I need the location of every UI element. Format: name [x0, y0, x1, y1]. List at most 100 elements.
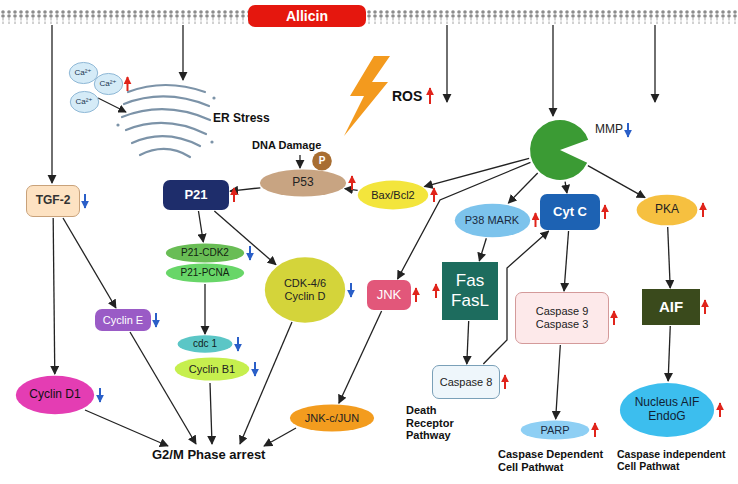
process-ellipse: PARP: [520, 420, 590, 440]
node-label: AIF: [659, 298, 683, 315]
arrow-connector: [479, 238, 486, 261]
increase-arrow: [535, 213, 537, 227]
ion-circle: Ca²⁺: [69, 62, 98, 84]
arrest-arrow: [85, 410, 168, 446]
process-box: Caspase 9 Caspase 3: [515, 292, 609, 344]
node-label: JNK-c/JUN: [305, 412, 359, 425]
node-shape: [175, 357, 249, 380]
node-shape: [69, 62, 97, 83]
process-ellipse: Cyclin D1: [15, 375, 95, 415]
annotation-label: DNA Damage: [252, 139, 321, 152]
node-label: Cyclin B1: [189, 363, 235, 376]
calcium-arrow: [98, 98, 126, 112]
node-label: CDK-4/6 Cyclin D: [276, 277, 334, 302]
pathway-label: Death Receptor Pathway: [406, 404, 470, 442]
decrease-arrow: [84, 194, 86, 208]
decrease-arrow: [99, 388, 101, 402]
increase-arrow: [594, 423, 596, 437]
node-label: P38 MARK: [465, 214, 519, 227]
node-label: Ca²⁺: [99, 79, 116, 88]
node-label: Bax/Bcl2: [371, 189, 414, 202]
er-illustration: [116, 85, 215, 157]
node-shape: [312, 151, 332, 170]
node-shape: [94, 73, 122, 94]
node-shape: [620, 383, 714, 437]
node-label: P53: [292, 176, 313, 190]
process-ellipse: Cyclin B1: [174, 357, 250, 381]
arrow-connector: [668, 326, 670, 381]
node-label: PKA: [655, 203, 679, 217]
mmp-symbol: MMP: [529, 119, 591, 181]
process-ellipse: Bax/Bcl2: [357, 180, 429, 210]
arrest-arrow: [240, 322, 292, 444]
increase-arrow: [704, 300, 706, 314]
node-outline: [529, 119, 591, 181]
process-ellipse: P53: [259, 169, 347, 197]
node-shape: [521, 420, 590, 439]
node-shape: [16, 376, 94, 414]
process-box: Caspase 8: [432, 365, 500, 399]
arrow-connector: [565, 182, 567, 193]
process-box: Fas FasL: [442, 262, 498, 320]
mmp-pacman: [530, 120, 588, 180]
decrease-arrow: [254, 362, 256, 376]
decrease-arrow: [350, 283, 352, 297]
node-label: Cyclin E: [103, 314, 143, 327]
membrane-arrow: [51, 25, 52, 183]
arrow-connector: [198, 211, 203, 242]
process-ellipse: Nucleus AIF EndoG: [619, 382, 715, 438]
node-shape: [358, 181, 429, 210]
arrest-arrow: [264, 428, 296, 446]
increase-arrow: [351, 176, 353, 190]
node-label: P: [319, 155, 326, 167]
node-shape: [70, 91, 98, 112]
decrease-arrow: [155, 313, 157, 327]
node-label: PARP: [540, 424, 569, 437]
increase-arrow: [604, 205, 606, 219]
arrow-connector: [588, 166, 645, 198]
increase-arrow: [429, 88, 431, 104]
ion-circle: Ca²⁺: [70, 91, 99, 113]
arrow-connector: [63, 218, 116, 308]
node-label: Cyclin D1: [29, 388, 80, 402]
node-label: Ca²⁺: [74, 68, 91, 77]
increase-arrow: [127, 77, 129, 91]
process-ellipse: PKA: [636, 194, 698, 226]
node-label: Ca²⁺: [75, 97, 92, 106]
annotation-label: ER Stress: [213, 112, 270, 126]
node-label: Allicin: [286, 8, 328, 24]
node-label: P21: [184, 188, 207, 203]
process-box: JNK: [367, 280, 411, 310]
pathway-label: Caspase independent Cell Pathwat: [617, 448, 735, 472]
membrane-arrow: [552, 25, 553, 116]
node-shape: [178, 335, 233, 352]
decrease-arrow: [237, 337, 239, 351]
process-ellipse: cdc 1: [177, 335, 233, 353]
node-shape: [637, 195, 698, 226]
arrest-arrow: [210, 383, 212, 444]
annotation-label: ROS: [392, 88, 422, 104]
arrow-connector: [339, 311, 382, 403]
outcome-label: G2/M Phase arrest: [152, 448, 265, 463]
compound-box: Allicin: [248, 5, 366, 27]
node-label: JNK: [377, 288, 402, 303]
process-ellipse: JNK-c/JUN: [289, 404, 375, 432]
membrane-arrow: [182, 25, 183, 80]
process-box: Cyt C: [540, 194, 600, 230]
phospho-circle: P: [312, 151, 332, 171]
process-box: AIF: [642, 289, 700, 325]
process-ellipse: P21-CDK2: [165, 243, 245, 263]
node-shape: [166, 263, 244, 282]
node-label: P21-PCNA: [181, 267, 230, 279]
node-shape: [265, 257, 345, 322]
node-label: Caspase 9 Caspase 3: [519, 305, 605, 330]
cell-membrane: [0, 10, 738, 24]
increase-arrow: [415, 288, 417, 302]
damage-arrow: [299, 155, 300, 168]
node-label: MMP: [595, 123, 623, 137]
node-shape: [454, 203, 529, 237]
node-label: P21-CDK2: [181, 247, 229, 259]
increase-arrow: [613, 311, 615, 325]
decrease-arrow: [627, 123, 629, 137]
arrow-connector: [508, 173, 537, 203]
